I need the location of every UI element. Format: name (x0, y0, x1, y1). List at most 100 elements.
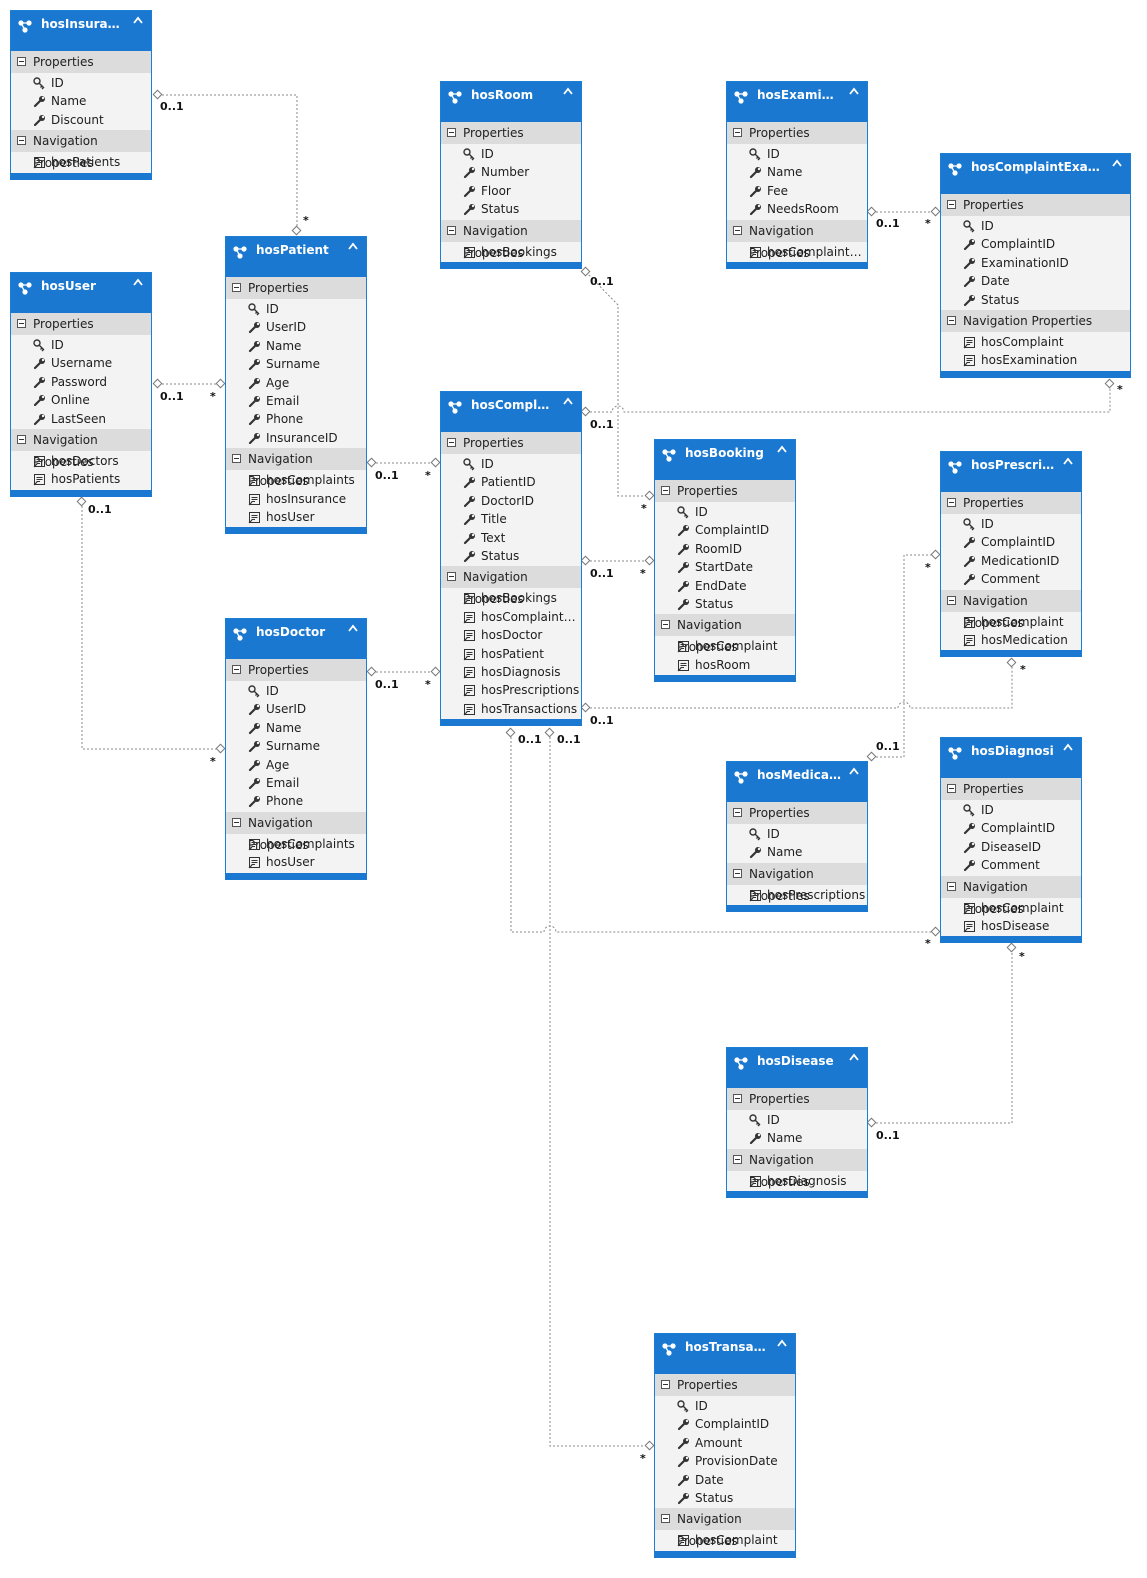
scalar-property[interactable]: ComplaintID (655, 521, 795, 539)
scalar-property[interactable]: Date (655, 1471, 795, 1489)
navigation-property[interactable]: hosPatients (11, 153, 151, 171)
navigation-properties-header[interactable]: Navigation Properties (655, 1508, 795, 1548)
navigation-property[interactable]: hosComplaints (226, 835, 366, 853)
collapse-section-icon[interactable] (661, 486, 670, 495)
scalar-property[interactable]: Amount (655, 1434, 795, 1452)
collapse-section-icon[interactable] (733, 128, 742, 137)
properties-header[interactable]: Properties (441, 432, 581, 454)
entity-header[interactable]: hosComplaint (441, 392, 581, 432)
navigation-property[interactable]: hosDiagnosis (727, 1172, 867, 1190)
collapse-section-icon[interactable] (947, 881, 956, 891)
collapse-section-icon[interactable] (661, 620, 670, 630)
collapse-section-icon[interactable] (733, 1154, 742, 1164)
navigation-property[interactable]: hosComplaints (226, 471, 366, 489)
scalar-property[interactable]: Status (655, 1489, 795, 1507)
collapse-chevron-icon[interactable] (849, 1053, 859, 1061)
scalar-property[interactable]: ID (226, 682, 366, 700)
navigation-property[interactable]: hosInsurance (226, 490, 366, 508)
collapse-section-icon[interactable] (661, 1380, 670, 1389)
entity-header[interactable]: hosExamination (727, 82, 867, 122)
scalar-property[interactable]: Age (226, 756, 366, 774)
collapse-chevron-icon[interactable] (1063, 457, 1073, 465)
navigation-property[interactable]: hosComplaintEx... (441, 608, 581, 626)
properties-header[interactable]: Properties (941, 492, 1081, 514)
scalar-property[interactable]: DoctorID (441, 492, 581, 510)
navigation-properties-header[interactable]: Navigation Properties (11, 428, 151, 469)
scalar-property[interactable]: Name (226, 337, 366, 355)
entity-header[interactable]: hosTransaction (655, 1334, 795, 1374)
collapse-chevron-icon[interactable] (849, 767, 859, 775)
collapse-chevron-icon[interactable] (777, 445, 787, 453)
navigation-properties-header[interactable]: Navigation Properties (226, 811, 366, 852)
entity-hoscomplaintexamination[interactable]: hosComplaintExaminat...PropertiesIDCompl… (940, 153, 1131, 378)
properties-header[interactable]: Properties (226, 659, 366, 681)
scalar-property[interactable]: Name (727, 1129, 867, 1147)
collapse-section-icon[interactable] (733, 868, 742, 878)
collapse-section-icon[interactable] (17, 319, 26, 328)
collapse-chevron-icon[interactable] (1112, 159, 1122, 167)
properties-header[interactable]: Properties (441, 122, 581, 144)
collapse-section-icon[interactable] (733, 808, 742, 817)
properties-header[interactable]: Properties (226, 277, 366, 299)
navigation-properties-header[interactable]: Navigation Properties (941, 875, 1081, 916)
collapse-section-icon[interactable] (661, 1514, 670, 1524)
navigation-property[interactable]: hosComplaintEx... (727, 243, 867, 261)
properties-header[interactable]: Properties (941, 194, 1130, 216)
properties-header[interactable]: Properties (655, 1374, 795, 1396)
navigation-property[interactable]: hosPrescriptions (441, 681, 581, 699)
navigation-properties-header[interactable]: Navigation Properties (727, 1148, 867, 1189)
entity-header[interactable]: hosPatient (226, 237, 366, 277)
collapse-chevron-icon[interactable] (133, 278, 143, 286)
entity-hostransaction[interactable]: hosTransactionPropertiesIDComplaintIDAmo… (654, 1333, 796, 1558)
navigation-property[interactable]: hosComplaint (655, 1531, 795, 1549)
entity-header[interactable]: hosComplaintExaminat... (941, 154, 1130, 194)
scalar-property[interactable]: Phone (226, 792, 366, 810)
scalar-property[interactable]: ComplaintID (941, 819, 1081, 837)
scalar-property[interactable]: InsuranceID (226, 429, 366, 447)
scalar-property[interactable]: MedicationID (941, 552, 1081, 570)
properties-header[interactable]: Properties (655, 480, 795, 502)
scalar-property[interactable]: NeedsRoom (727, 200, 867, 218)
entity-hosmedication[interactable]: hosMedicationPropertiesIDNameNavigation … (726, 761, 868, 913)
navigation-property[interactable]: hosDoctor (441, 626, 581, 644)
collapse-section-icon[interactable] (17, 57, 26, 66)
navigation-property[interactable]: hosComplaint (941, 613, 1081, 631)
scalar-property[interactable]: DiseaseID (941, 838, 1081, 856)
scalar-property[interactable]: PatientID (441, 473, 581, 491)
navigation-property[interactable]: hosComplaint (941, 333, 1130, 351)
scalar-property[interactable]: Title (441, 510, 581, 528)
scalar-property[interactable]: ID (727, 825, 867, 843)
collapse-section-icon[interactable] (947, 784, 956, 793)
scalar-property[interactable]: Discount (11, 111, 151, 129)
navigation-properties-header[interactable]: Navigation Properties (11, 130, 151, 170)
scalar-property[interactable]: Age (226, 374, 366, 392)
collapse-chevron-icon[interactable] (133, 16, 143, 24)
entity-header[interactable]: hosUser (11, 273, 151, 313)
properties-header[interactable]: Properties (727, 802, 867, 824)
scalar-property[interactable]: ComplaintID (941, 235, 1130, 253)
scalar-property[interactable]: ID (941, 515, 1081, 533)
collapse-chevron-icon[interactable] (563, 87, 573, 95)
navigation-properties-header[interactable]: Navigation Properties (441, 566, 581, 606)
scalar-property[interactable]: ComplaintID (941, 533, 1081, 551)
scalar-property[interactable]: Text (441, 529, 581, 547)
properties-header[interactable]: Properties (11, 313, 151, 335)
entity-header[interactable]: hosDiagnosi (941, 738, 1081, 778)
navigation-property[interactable]: hosDisease (941, 917, 1081, 935)
collapse-section-icon[interactable] (947, 498, 956, 507)
collapse-section-icon[interactable] (232, 454, 241, 464)
scalar-property[interactable]: ID (727, 1111, 867, 1129)
navigation-property[interactable]: hosComplaint (655, 637, 795, 655)
navigation-property[interactable]: hosComplaint (941, 899, 1081, 917)
scalar-property[interactable]: Status (441, 200, 581, 218)
scalar-property[interactable]: ID (226, 300, 366, 318)
navigation-properties-header[interactable]: Navigation Properties (727, 862, 867, 903)
scalar-property[interactable]: Surname (226, 355, 366, 373)
navigation-properties-header[interactable]: Navigation Properties (727, 219, 867, 260)
scalar-property[interactable]: Online (11, 391, 151, 409)
navigation-property[interactable]: hosPatients (11, 470, 151, 488)
